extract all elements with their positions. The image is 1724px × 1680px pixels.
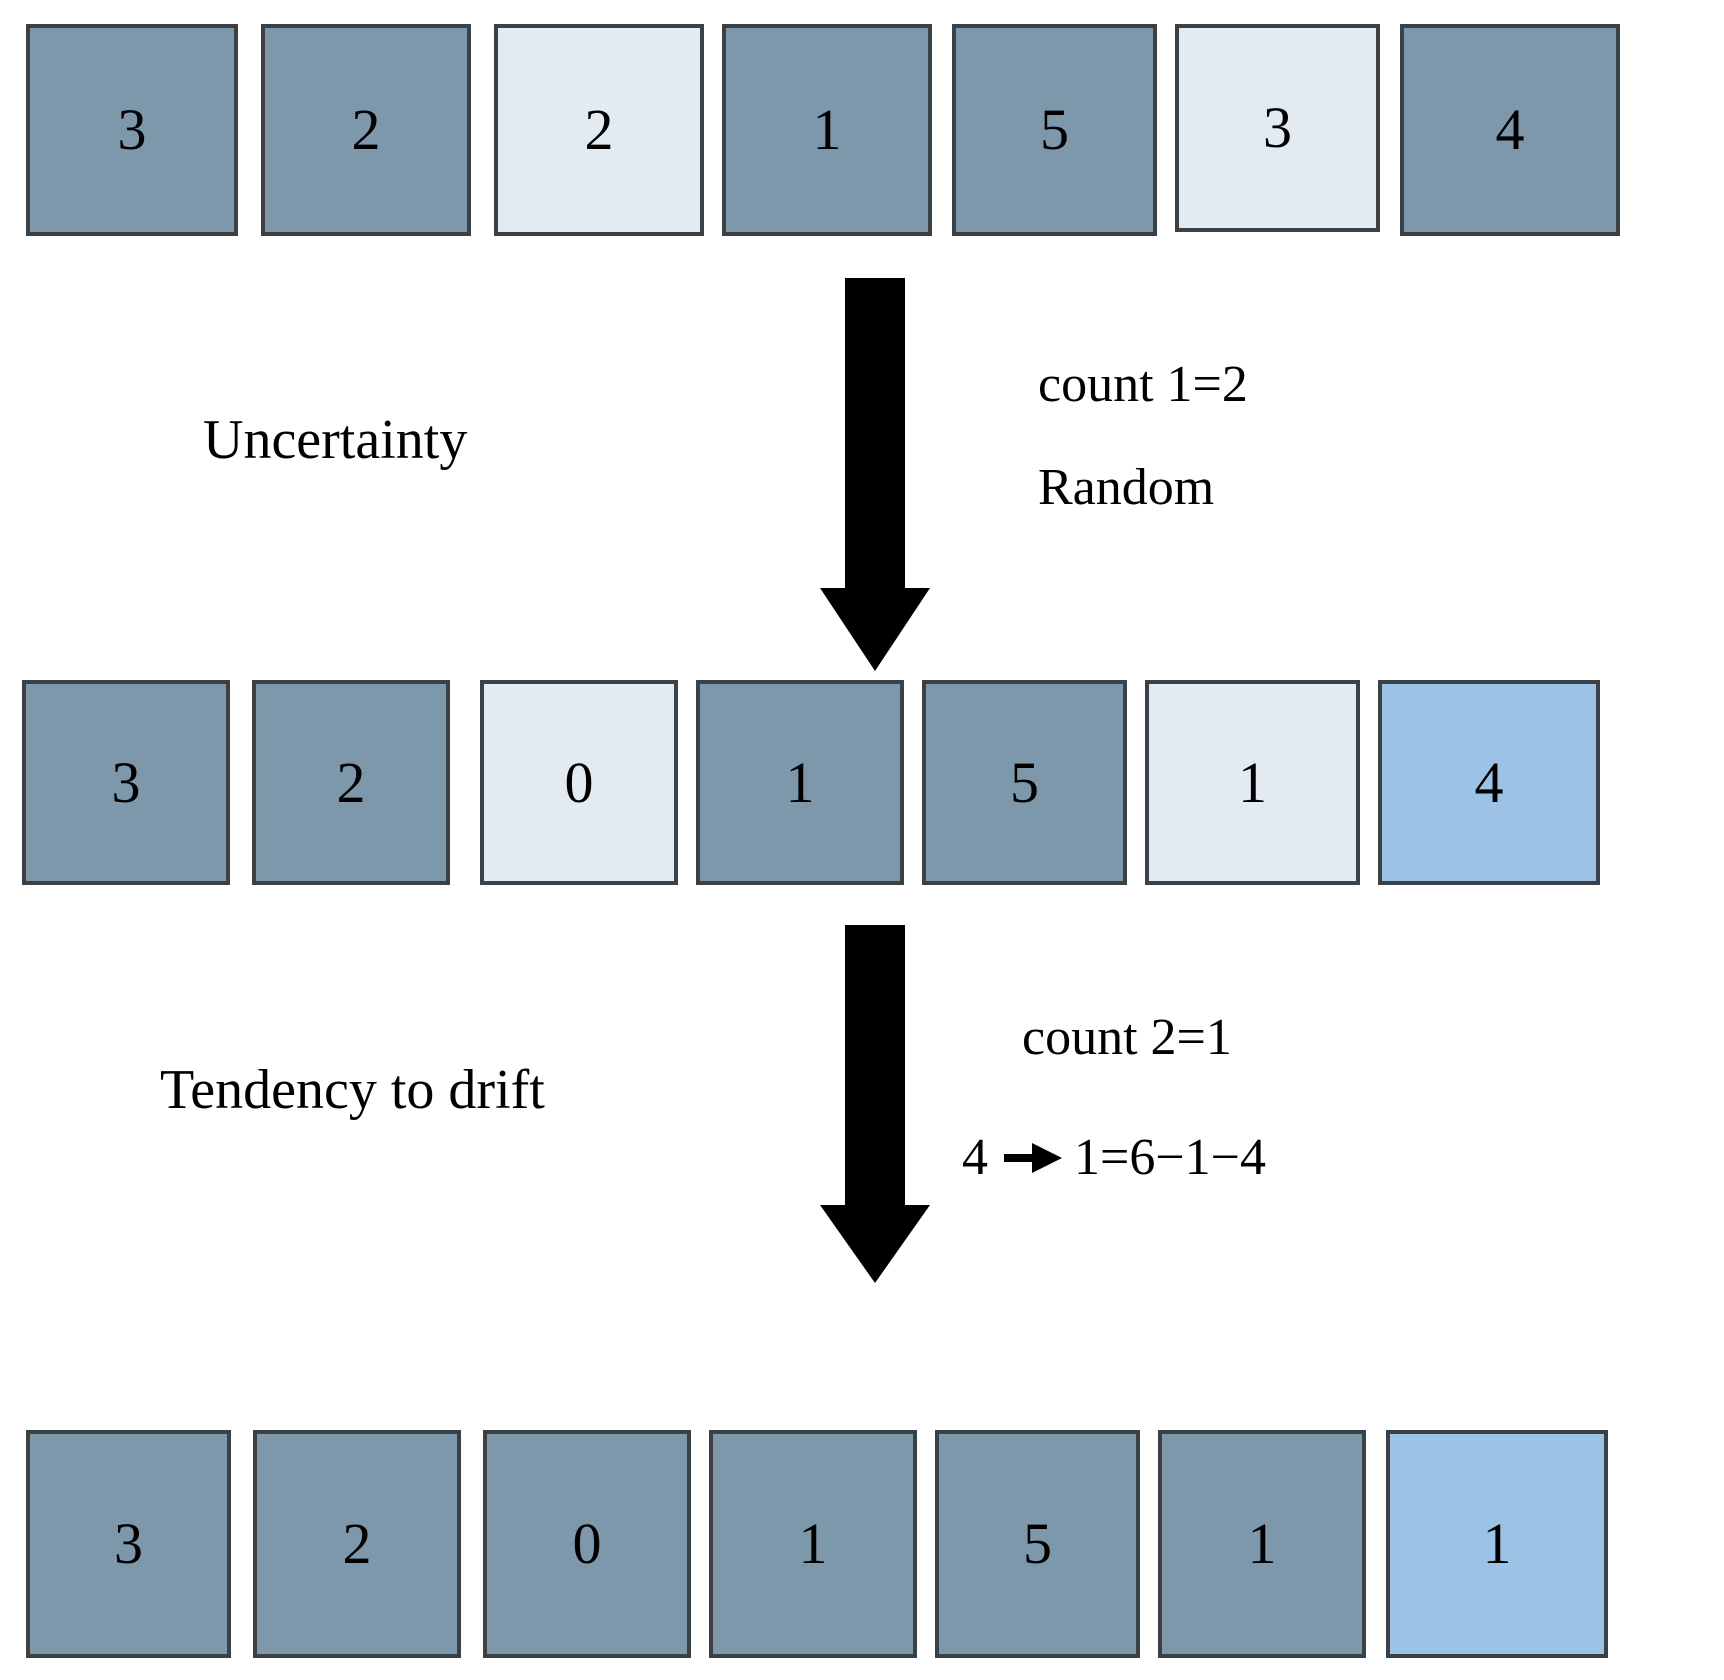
formula-rhs: 1=6−1−4 <box>1074 1129 1266 1186</box>
array-cell: 1 <box>696 680 904 885</box>
annotation-drift-formula: 4 1=6−1−4 <box>962 1128 1266 1187</box>
array-cell: 3 <box>26 1430 231 1658</box>
array-cell: 1 <box>722 24 932 236</box>
array-cell: 5 <box>922 680 1127 885</box>
down-arrow-uncertainty <box>820 278 930 671</box>
array-cell: 2 <box>253 1430 461 1658</box>
array-row-after-drift: 3 2 0 1 5 1 1 <box>0 1430 1724 1658</box>
step-label-uncertainty: Uncertainty <box>203 409 468 471</box>
array-row-after-uncertainty: 3 2 0 1 5 1 4 <box>0 680 1724 885</box>
annotation-random: Random <box>1038 459 1215 516</box>
array-cell: 0 <box>483 1430 691 1658</box>
array-cell: 5 <box>935 1430 1140 1658</box>
annotation-count-2: count 2=1 <box>1022 1009 1232 1066</box>
array-cell: 3 <box>1175 24 1380 232</box>
array-cell: 2 <box>252 680 450 885</box>
array-cell: 4 <box>1378 680 1600 885</box>
array-cell: 1 <box>1145 680 1360 885</box>
array-cell: 2 <box>494 24 704 236</box>
array-cell: 3 <box>26 24 238 236</box>
array-cell: 1 <box>1386 1430 1608 1658</box>
formula-lhs: 4 <box>962 1129 988 1186</box>
annotation-count-1: count 1=2 <box>1038 356 1248 413</box>
array-cell: 2 <box>261 24 471 236</box>
array-cell: 3 <box>22 680 230 885</box>
step-label-drift: Tendency to drift <box>160 1059 545 1121</box>
array-cell: 1 <box>1158 1430 1366 1658</box>
array-row-initial: 3 2 2 1 5 3 4 <box>0 24 1724 236</box>
array-cell: 1 <box>709 1430 917 1658</box>
array-cell: 4 <box>1400 24 1620 236</box>
right-arrow-icon <box>1004 1141 1064 1175</box>
down-arrow-drift <box>820 925 930 1283</box>
array-cell: 5 <box>952 24 1157 236</box>
array-cell: 0 <box>480 680 678 885</box>
